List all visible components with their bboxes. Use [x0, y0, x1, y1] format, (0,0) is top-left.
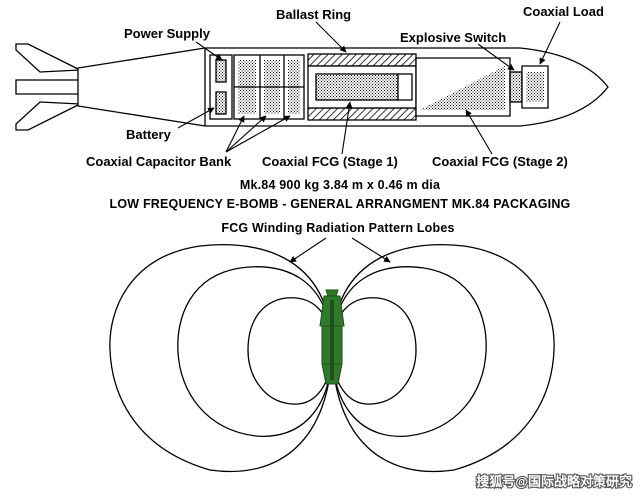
lobe-left-inner [247, 297, 333, 405]
radiation-lobes [109, 243, 555, 473]
label-power-supply: Power Supply [124, 26, 211, 41]
lobe-left-middle [177, 266, 333, 437]
tail-fin-upper [15, 43, 83, 73]
bomb-cross-section [15, 43, 609, 131]
label-ballast-ring: Ballast Ring [276, 7, 351, 22]
explosive-switch-block [509, 71, 523, 103]
label-battery: Battery [126, 127, 172, 142]
spec-caption: Mk.84 900 kg 3.84 m x 0.46 m dia [240, 178, 441, 192]
label-coaxial-capacitor-bank: Coaxial Capacitor Bank [86, 154, 232, 169]
label-coaxial-load: Coaxial Load [523, 4, 604, 19]
lobe-left-outer [109, 243, 333, 473]
ballast-ring [307, 53, 417, 67]
pattern-caption: FCG Winding Radiation Pattern Lobes [221, 221, 454, 235]
tail-fin-middle [15, 79, 81, 95]
lobe-right-outer [331, 243, 555, 473]
watermark-text: 搜狐号@国际战略对策研究 [476, 474, 632, 489]
lobe-right-inner [331, 297, 417, 405]
green-bomb-icon [319, 289, 345, 385]
lobe-right-middle [331, 266, 487, 437]
component-labels: Ballast Ring Coaxial Load Power Supply E… [86, 4, 604, 169]
watermark: 搜狐号@国际战略对策研究 [475, 473, 633, 490]
title-caption: LOW FREQUENCY E-BOMB - GENERAL ARRANGMEN… [110, 197, 571, 211]
label-explosive-switch: Explosive Switch [400, 30, 506, 45]
label-coaxial-fcg-stage2: Coaxial FCG (Stage 2) [432, 154, 568, 169]
leader-lines [177, 21, 561, 263]
tail-fin-lower [15, 101, 83, 131]
label-coaxial-fcg-stage1: Coaxial FCG (Stage 1) [262, 154, 398, 169]
captions: Mk.84 900 kg 3.84 m x 0.46 m dia LOW FRE… [110, 178, 571, 235]
